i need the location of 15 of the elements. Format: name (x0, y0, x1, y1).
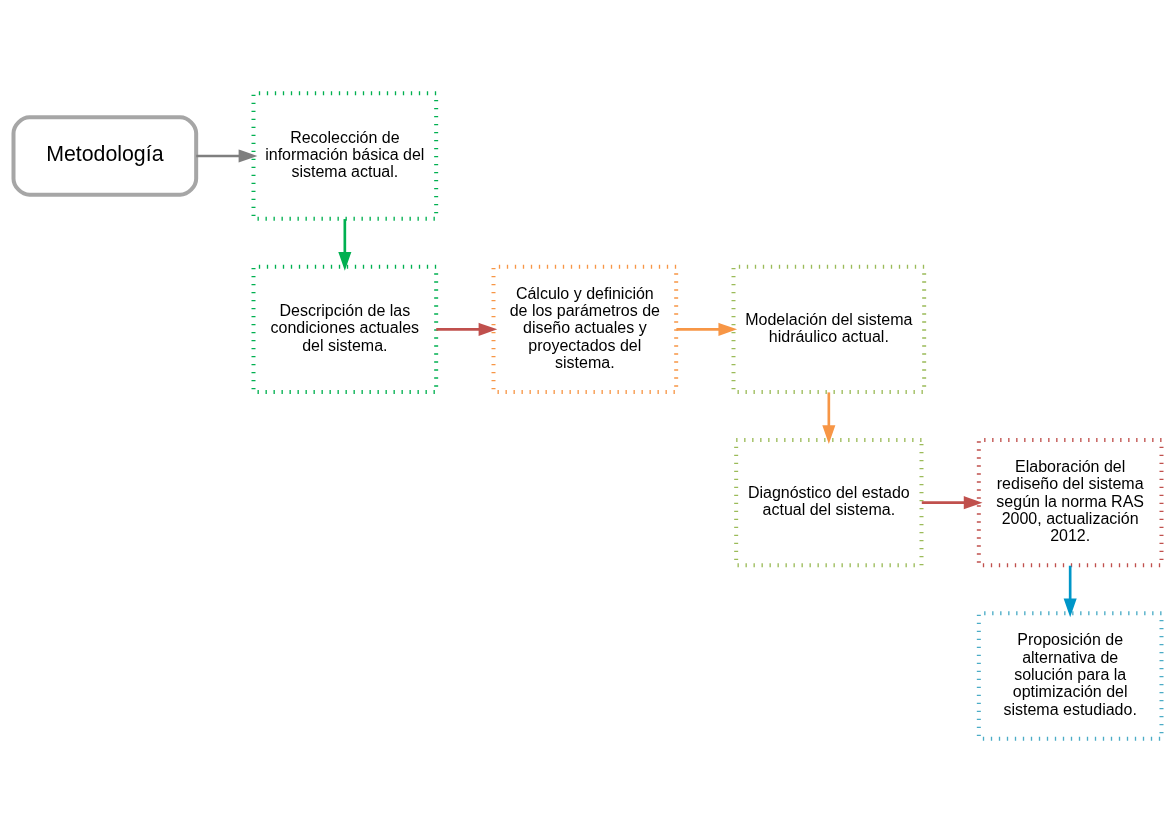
node-box: Recolección de información básica del sistema actual. (251, 90, 439, 221)
arrow (921, 495, 983, 509)
node-box: Descripción de las condiciones actuales del sistema. (251, 264, 439, 394)
node-box: Elaboración del rediseño del sistema según la norma RAS 2000, actualización 2012. (976, 437, 1164, 567)
arrow (676, 322, 738, 336)
arrow (196, 148, 258, 163)
node-box: Modelación del sistema hidráulico actual. (731, 264, 927, 394)
node-box: Cálculo y definición de los parámetros de diseño actuales y proyectados del sistema. (491, 264, 679, 394)
node-box: Diagnóstico del estado actual del sistema. (734, 437, 924, 567)
node-box: Metodología (11, 114, 199, 197)
arrow (1063, 565, 1077, 617)
arrow (436, 322, 498, 336)
arrow (338, 218, 352, 271)
arrow (822, 391, 836, 444)
node-box: Proposición de alternativa de solución para la optimización del sistema estudiado. (976, 610, 1164, 741)
